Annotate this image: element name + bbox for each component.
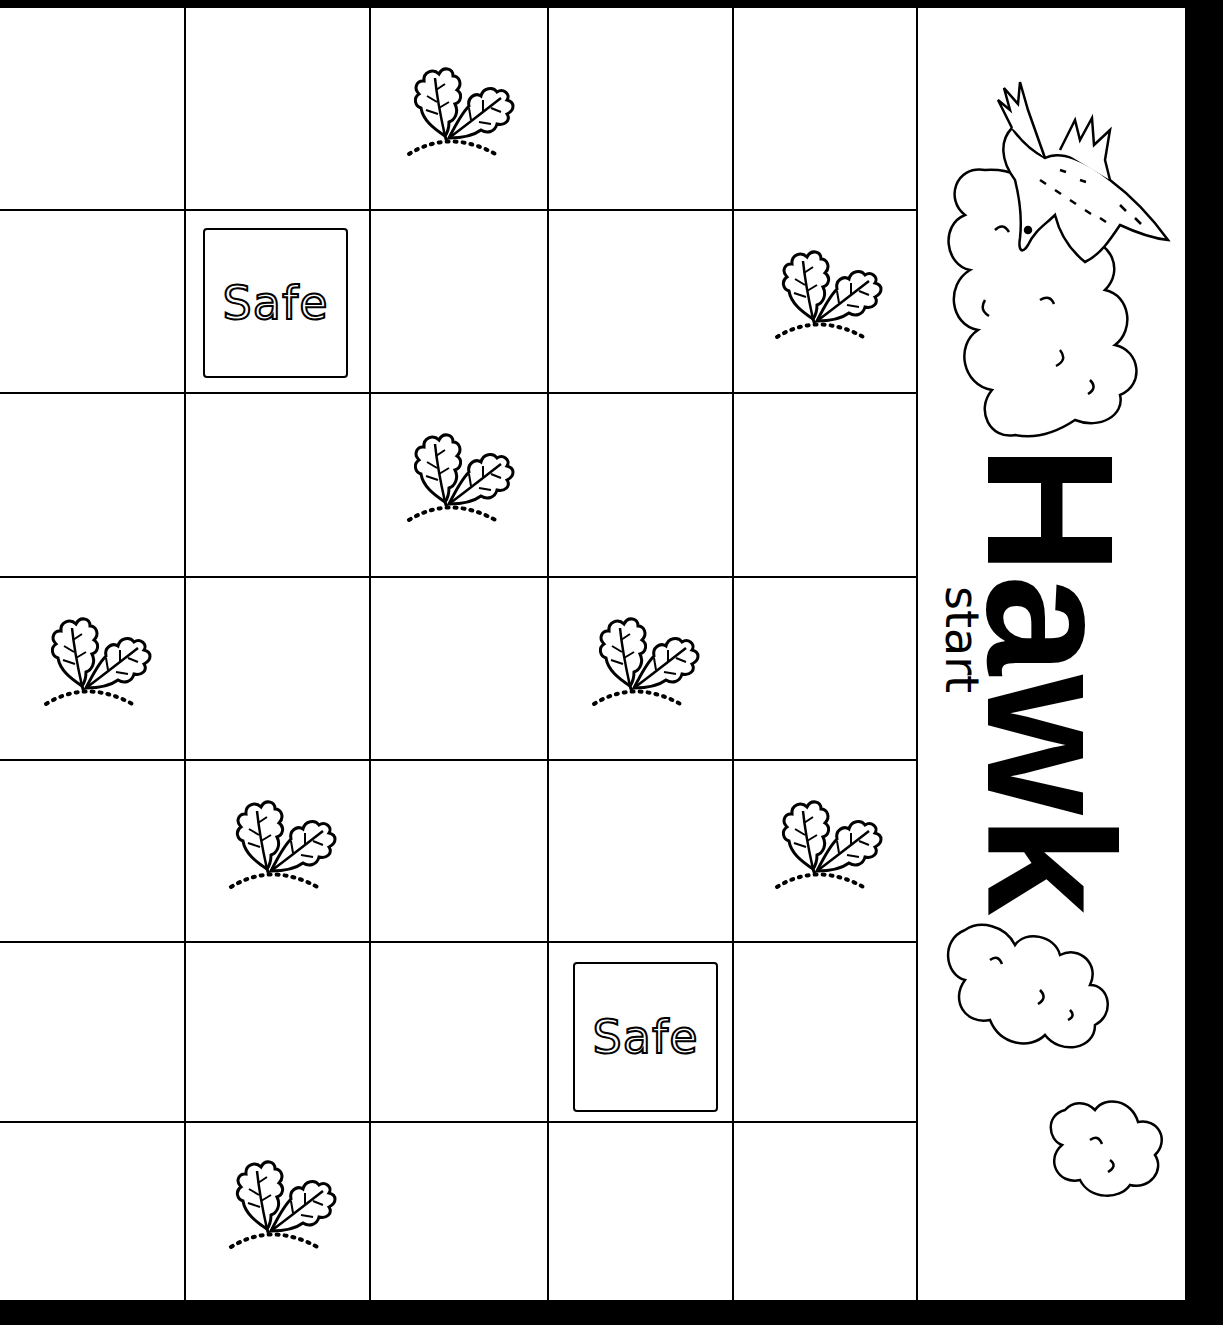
- start-label: start: [939, 586, 985, 693]
- safe-square: Safe: [203, 228, 348, 378]
- grid-lines: [0, 8, 917, 1300]
- cloud: [1051, 1101, 1162, 1195]
- frame-top: [0, 0, 1223, 8]
- frame-bottom: [0, 1300, 1223, 1325]
- cloud: [948, 925, 1108, 1047]
- frame-right: [1185, 0, 1223, 1325]
- safe-label: Safe: [223, 276, 329, 330]
- safe-square: Safe: [573, 962, 718, 1112]
- hawk-title: Hawk: [960, 445, 1140, 915]
- hawk-start-panel: Hawkstart: [919, 8, 1185, 1300]
- safe-label: Safe: [593, 1010, 699, 1064]
- hawk-figure: [998, 82, 1168, 262]
